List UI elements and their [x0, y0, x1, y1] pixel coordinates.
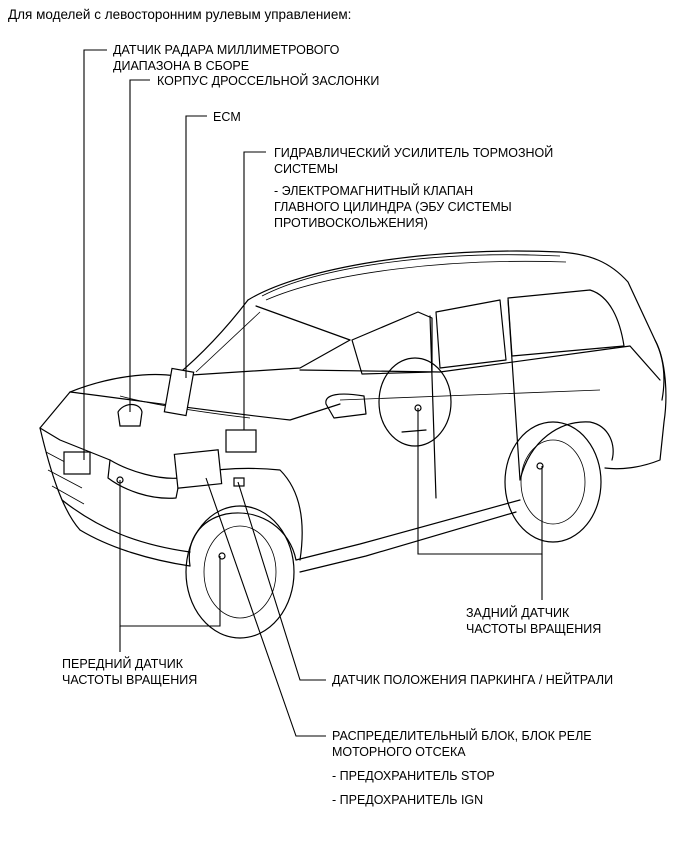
- label-brake-booster-sub-line-3: ПРОТИВОСКОЛЬЖЕНИЯ): [274, 216, 428, 230]
- label-radar-sensor: ДАТЧИК РАДАРА МИЛЛИМЕТРОВОГО ДИАПАЗОНА В…: [113, 42, 339, 74]
- label-front-speed-sensor-line-1: ПЕРЕДНИЙ ДАТЧИК: [62, 657, 183, 671]
- label-radar-sensor-line-2: ДИАПАЗОНА В СБОРЕ: [113, 59, 250, 73]
- label-front-speed-sensor: ПЕРЕДНИЙ ДАТЧИК ЧАСТОТЫ ВРАЩЕНИЯ: [62, 656, 197, 688]
- components: [63, 367, 544, 560]
- throttle-body-part: [117, 403, 143, 427]
- label-park-neutral-switch: ДАТЧИК ПОЛОЖЕНИЯ ПАРКИНГА / НЕЙТРАЛИ: [332, 672, 613, 688]
- label-brake-booster-sub-line-2: ГЛАВНОГО ЦИЛИНДРА (ЭБУ СИСТЕМЫ: [274, 200, 512, 214]
- label-junction-block: РАСПРЕДЕЛИТЕЛЬНЫЙ БЛОК, БЛОК РЕЛЕ МОТОРН…: [332, 728, 592, 808]
- label-throttle-body-line-1: КОРПУС ДРОССЕЛЬНОЙ ЗАСЛОНКИ: [157, 74, 380, 88]
- label-brake-booster: ГИДРАВЛИЧЕСКИЙ УСИЛИТЕЛЬ ТОРМОЗНОЙ СИСТЕ…: [274, 145, 553, 231]
- label-fuse-stop: - ПРЕДОХРАНИТЕЛЬ STOP: [332, 769, 495, 783]
- label-junction-block-line-1: РАСПРЕДЕЛИТЕЛЬНЫЙ БЛОК, БЛОК РЕЛЕ: [332, 729, 592, 743]
- radar-sensor-part: [63, 451, 91, 475]
- ecm-part: [163, 367, 195, 417]
- label-rear-speed-sensor-line-2: ЧАСТОТЫ ВРАЩЕНИЯ: [466, 622, 602, 636]
- label-park-neutral-switch-line-1: ДАТЧИК ПОЛОЖЕНИЯ ПАРКИНГА / НЕЙТРАЛИ: [332, 673, 614, 687]
- label-throttle-body: КОРПУС ДРОССЕЛЬНОЙ ЗАСЛОНКИ: [157, 73, 379, 89]
- label-rear-speed-sensor-line-1: ЗАДНИЙ ДАТЧИК: [466, 606, 570, 620]
- junction-block-part: [173, 449, 223, 489]
- label-brake-booster-line-1: ГИДРАВЛИЧЕСКИЙ УСИЛИТЕЛЬ ТОРМОЗНОЙ: [274, 146, 554, 160]
- label-radar-sensor-line-1: ДАТЧИК РАДАРА МИЛЛИМЕТРОВОГО: [113, 43, 340, 57]
- vehicle-outline: [39, 250, 667, 639]
- label-junction-block-line-2: МОТОРНОГО ОТСЕКА: [332, 745, 466, 759]
- label-brake-booster-line-2: СИСТЕМЫ: [274, 162, 339, 176]
- label-rear-speed-sensor: ЗАДНИЙ ДАТЧИК ЧАСТОТЫ ВРАЩЕНИЯ: [466, 605, 601, 637]
- label-fuse-ign: - ПРЕДОХРАНИТЕЛЬ IGN: [332, 793, 484, 807]
- label-brake-booster-sub-line-1: - ЭЛЕКТРОМАГНИТНЫЙ КЛАПАН: [274, 184, 474, 198]
- label-ecm: ECM: [213, 109, 241, 125]
- brake-actuator-part: [225, 429, 257, 453]
- label-ecm-line-1: ECM: [213, 110, 241, 124]
- label-front-speed-sensor-line-2: ЧАСТОТЫ ВРАЩЕНИЯ: [62, 673, 198, 687]
- leader-lines: [83, 49, 543, 737]
- diagram-header: Для моделей с левосторонним рулевым упра…: [8, 7, 352, 22]
